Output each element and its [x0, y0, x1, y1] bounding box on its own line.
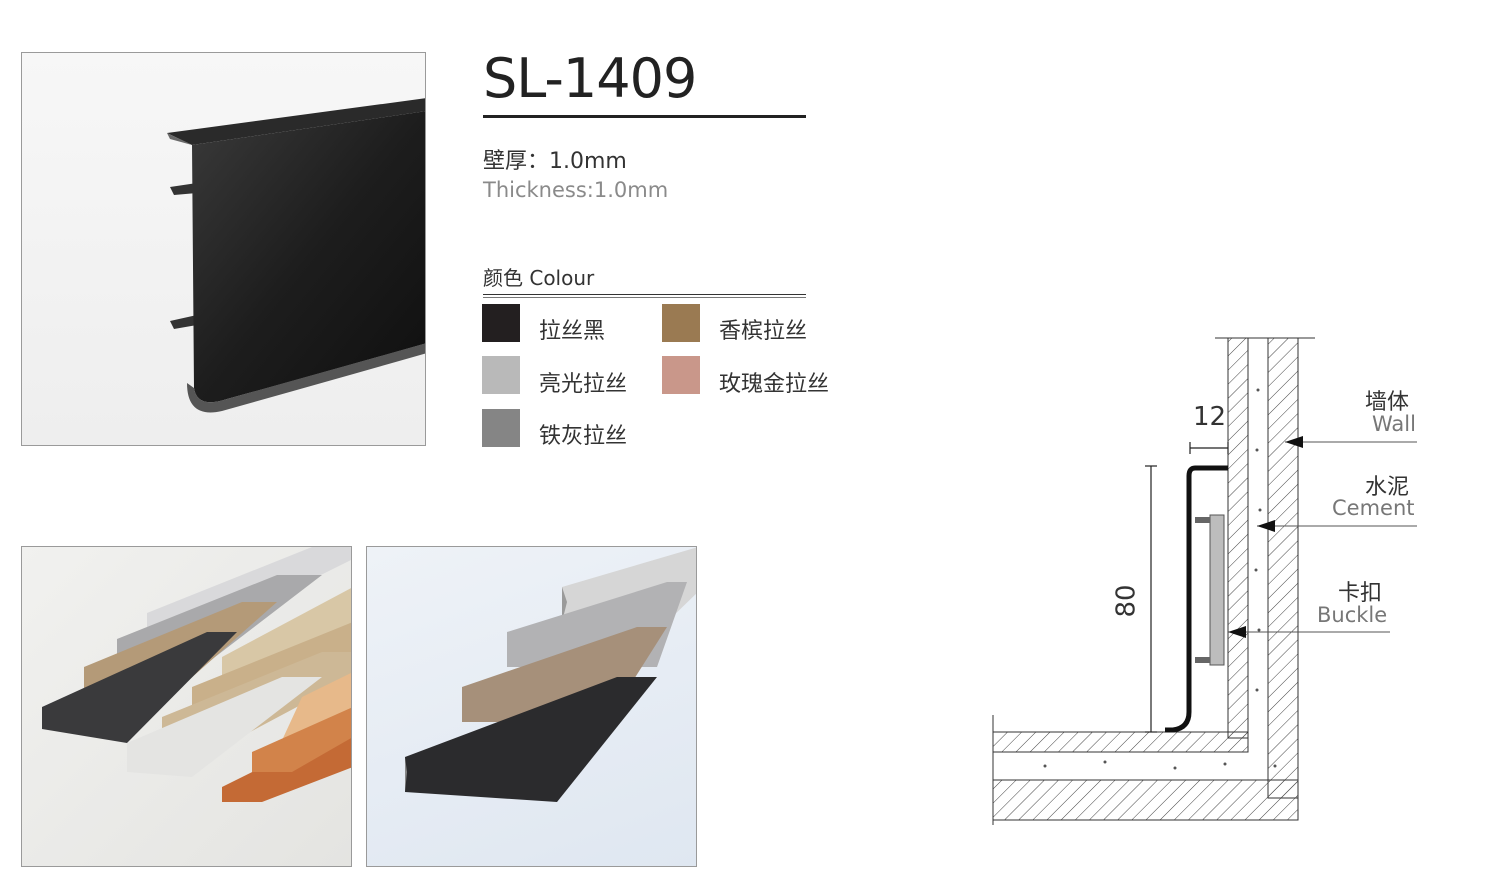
swatch-rose-gold-brushed[interactable]: [662, 356, 700, 394]
colour-divider: [483, 294, 806, 295]
label-cement-en: Cement: [1332, 496, 1415, 520]
assorted-profiles-illustration: [42, 547, 351, 802]
swatch-black-brushed[interactable]: [482, 304, 520, 342]
product-photo-assorted: [21, 546, 352, 867]
product-model-title: SL-1409: [483, 47, 697, 110]
label-wall-cn: 墙体: [1365, 390, 1410, 415]
dimension-width: 12: [1193, 402, 1227, 432]
label-cement-cn: 水泥: [1365, 475, 1410, 500]
swatch-bright-brushed[interactable]: [482, 356, 520, 394]
product-photo-metals: [366, 546, 697, 867]
thickness-en: Thickness:1.0mm: [483, 178, 669, 202]
swatch-iron-grey-brushed[interactable]: [482, 409, 520, 447]
thickness-cn: 壁厚：1.0mm: [483, 149, 627, 174]
product-photo-main: [21, 52, 426, 446]
label-wall-en: Wall: [1372, 412, 1416, 436]
label-buckle-cn: 卡扣: [1338, 581, 1383, 606]
label-buckle-en: Buckle: [1317, 603, 1388, 627]
swatch-label: 玫瑰金拉丝: [719, 372, 830, 397]
colour-divider-secondary: [483, 297, 806, 298]
colour-heading: 颜色 Colour: [483, 266, 595, 290]
metal-profiles-illustration: [405, 547, 696, 802]
swatch-champagne-brushed[interactable]: [662, 304, 700, 342]
swatch-label: 拉丝黑: [539, 319, 606, 344]
black-profile-illustration: [167, 98, 425, 413]
title-underline: [483, 115, 806, 118]
swatch-label: 铁灰拉丝: [539, 424, 628, 449]
dimension-height: 80: [1111, 584, 1142, 618]
swatch-label: 亮光拉丝: [539, 372, 628, 397]
swatch-label: 香槟拉丝: [719, 319, 808, 344]
installation-section-diagram: [992, 337, 1417, 825]
